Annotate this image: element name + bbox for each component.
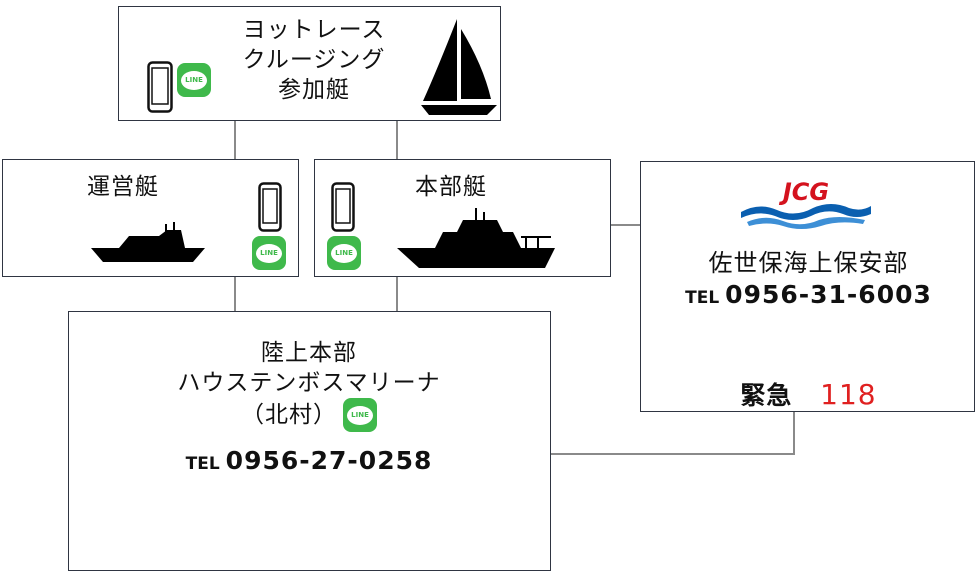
line-app-icon: LINE: [343, 398, 377, 432]
operations-boat-title: 運営艇: [87, 174, 159, 200]
land-hq-phone-number: 0956-27-0258: [225, 446, 433, 475]
tel-prefix: TEL: [185, 454, 220, 474]
yacht-title: ヨットレース クルージング 参加艇: [214, 15, 414, 105]
land-hq-title-line-1: 陸上本部: [261, 340, 357, 366]
smartphone-icon: [147, 61, 173, 113]
connector-yacht-to-ops: [234, 120, 236, 160]
hq-boat-box: 本部艇 LINE: [314, 159, 611, 277]
emergency-row: 緊急 118: [661, 376, 956, 412]
yacht-title-line-1: ヨットレース: [242, 17, 386, 43]
yacht-participants-box: ヨットレース クルージング 参加艇 LINE: [118, 6, 501, 121]
emergency-number[interactable]: 118: [820, 378, 877, 411]
trawler-boat-icon: [397, 208, 555, 268]
line-app-icon: LINE: [177, 63, 211, 97]
operations-boat-box: 運営艇 LINE: [2, 159, 299, 277]
jcg-logo: JCG: [741, 178, 871, 229]
smartphone-icon: [331, 182, 355, 232]
smartphone-icon: [258, 182, 282, 232]
coast-guard-phone-number: 0956-31-6003: [725, 280, 932, 309]
connector-hq-to-land: [396, 276, 398, 311]
connector-coastguard-down: [793, 411, 795, 454]
yacht-title-line-2: クルージング: [242, 47, 386, 73]
land-hq-contact-name-row: （北村） LINE: [109, 398, 509, 432]
land-hq-title-line-3: （北村）: [241, 402, 337, 428]
tel-prefix: TEL: [685, 288, 720, 308]
yacht-title-line-3: 参加艇: [278, 77, 350, 103]
sailboat-icon: [421, 19, 497, 115]
coast-guard-name: 佐世保海上保安部: [708, 249, 909, 277]
emergency-label: 緊急: [740, 381, 793, 410]
connector-ops-to-land: [234, 276, 236, 311]
land-hq-title-line-2: ハウステンボスマリーナ: [177, 370, 441, 396]
land-hq-title: 陸上本部 ハウステンボスマリーナ （北村） LINE: [109, 338, 509, 432]
motor-yacht-icon: [91, 222, 205, 262]
connector-yacht-to-hq: [396, 120, 398, 160]
connector-coastguard-to-land: [550, 453, 795, 455]
jcg-logo-text: JCG: [779, 178, 829, 206]
hq-boat-title: 本部艇: [415, 174, 487, 200]
line-app-icon: LINE: [252, 236, 286, 270]
line-app-icon: LINE: [327, 236, 361, 270]
connector-hq-to-coastguard: [610, 224, 641, 226]
